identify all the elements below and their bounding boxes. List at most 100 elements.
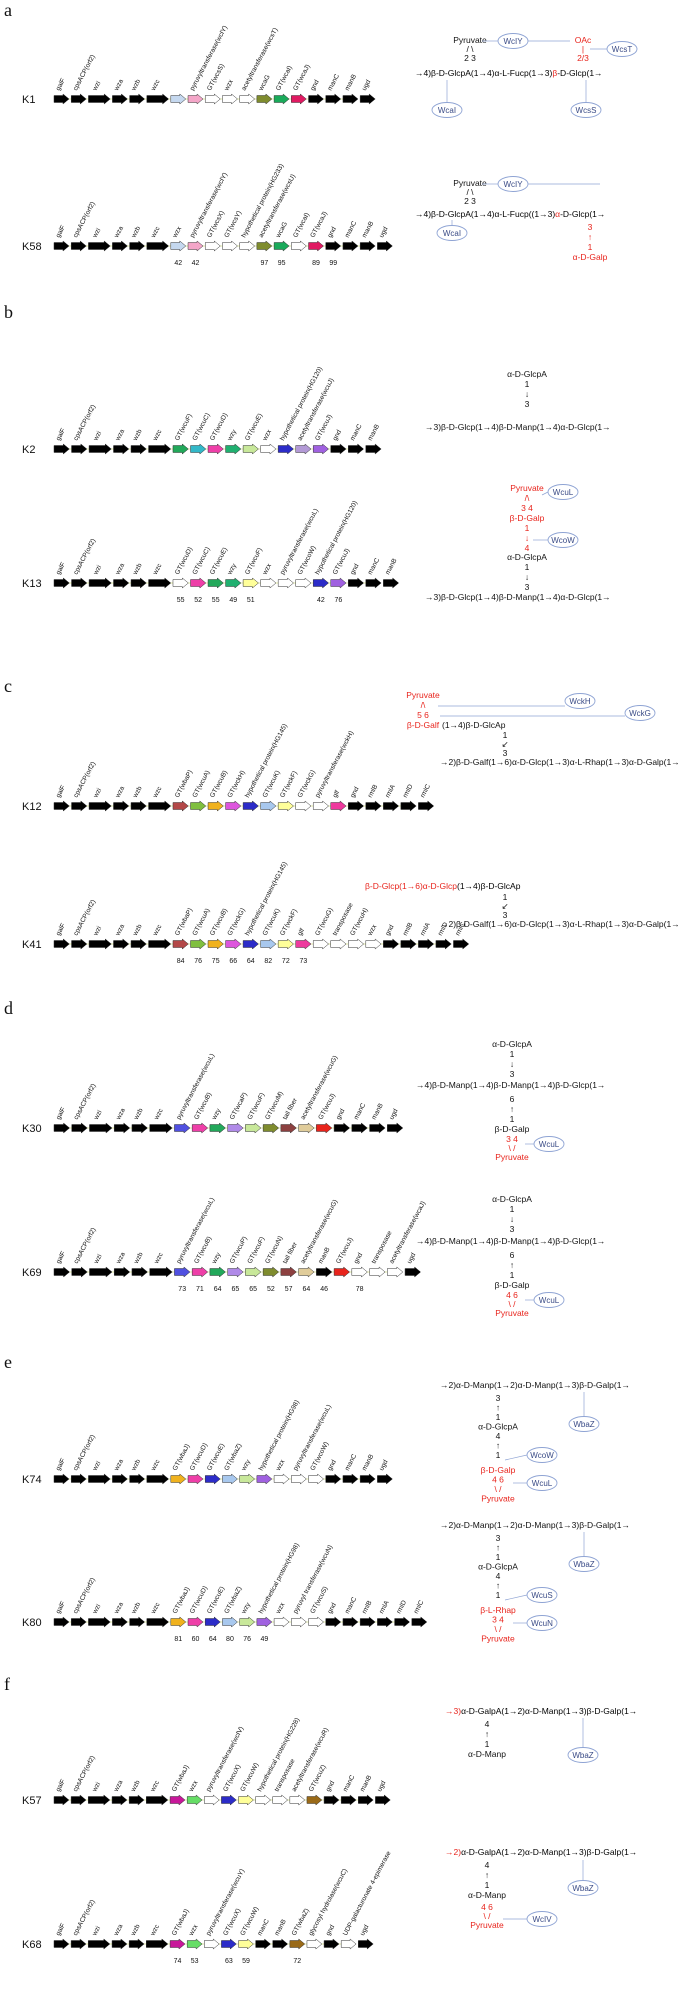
- enzyme-label: WbaZ: [573, 1560, 594, 1569]
- gene-arrow-transposase: [369, 1266, 386, 1278]
- galp-branch: ↑: [588, 232, 592, 242]
- gene-label: wzb: [131, 923, 143, 938]
- gene-arrow-rmlA: [418, 938, 435, 950]
- gene-arrow-GT(wcuK): [260, 800, 277, 812]
- pyruvate-branch: 4 6: [481, 1902, 493, 1912]
- gene-label: galF: [55, 1778, 67, 1793]
- gene-arrow-GT(wckH): [225, 800, 242, 812]
- galf-pyruvate-branch: Pyruvate: [406, 690, 440, 700]
- gene-arrow-wzi: [89, 1122, 113, 1134]
- gene-label: wzc: [150, 225, 162, 240]
- gene-arrow-ugd: [375, 1794, 391, 1806]
- gene-arrow-wzb: [129, 240, 146, 252]
- glca-branch: 4: [496, 1431, 501, 1441]
- gene-arrow-pyruvyltransferase(wcIY): [187, 93, 204, 105]
- enzyme-label: WcoW: [530, 1451, 554, 1460]
- gene-arrow-glf: [330, 800, 347, 812]
- gene-arrow-GT(wcuX): [221, 1938, 237, 1950]
- gene-arrow-cpsACP(orf2): [71, 1122, 88, 1134]
- gene-arrow-wzy: [239, 1616, 256, 1628]
- K68-repeat-unit: →2)α-D-GalpA(1→2)α-D-Manp(1→3)β-D-Galp(1…: [445, 1847, 637, 1857]
- gene-arrow-pyruvyltransferase(wcuL): [174, 1266, 191, 1278]
- gene-arrow-GT(wcuN): [262, 1266, 280, 1278]
- manp-branch: α-D-Manp: [468, 1890, 506, 1900]
- positions: 2 3: [464, 196, 476, 206]
- gene-arrow-ugd: [377, 1473, 393, 1485]
- identity-percent: 73: [178, 1286, 186, 1293]
- gene-arrow-GT(wckF): [277, 938, 294, 950]
- gene-arrow-manB: [369, 1122, 386, 1134]
- gene-arrow-galF: [53, 1473, 70, 1485]
- identity-percent: 72: [293, 1958, 301, 1965]
- gene-label: rmlC: [413, 1599, 426, 1615]
- branch: / \: [466, 44, 474, 54]
- gene-arrow-wza: [112, 1473, 128, 1485]
- glca-branch: α-D-GlcpA: [492, 1194, 532, 1204]
- galp-branch: β-D-Galp: [495, 1280, 530, 1290]
- glca-branch: ↓: [510, 1214, 514, 1224]
- gene-arrow-GT(wcuG): [312, 938, 329, 950]
- gene-arrow-wzc: [148, 938, 172, 950]
- gene-arrow-wzx: [273, 1616, 290, 1628]
- glca-branch: 1: [525, 562, 530, 572]
- gene-arrow-GT(wcuJ): [316, 1122, 333, 1134]
- glca-branch: α-D-GlcpA: [492, 1039, 532, 1049]
- gene-label: galF: [55, 561, 67, 576]
- gene-label: manB: [359, 1774, 374, 1793]
- gene-label: wzy: [210, 1107, 222, 1122]
- gene-label: ugd: [388, 1108, 400, 1121]
- gene-label: wzy: [226, 428, 238, 443]
- enzyme-label: WcuL: [539, 1296, 560, 1305]
- K80-repeat-unit: →2)α-D-Manp(1→2)α-D-Manp(1→3)β-D-Galp(1→: [440, 1520, 630, 1530]
- strain-K13: K13: [22, 578, 42, 590]
- gene-arrow-GT(wcuA): [190, 800, 207, 812]
- gene-cluster-K68: [53, 1938, 374, 1950]
- gene-arrow-gnd: [351, 1266, 368, 1278]
- gene-label: GT(wcuP): [229, 1235, 249, 1264]
- link-arrow: ↙: [501, 739, 508, 749]
- gene-label: wzi: [92, 1253, 103, 1266]
- gene-label: rmlA: [419, 921, 432, 937]
- gene-arrow-GT(wcuC): [190, 577, 207, 589]
- gene-label: ugd: [361, 79, 373, 92]
- enzyme-label: WcuL: [532, 1479, 553, 1488]
- glca-branch: 1: [510, 1049, 515, 1059]
- gene-arrow-GT(wcuW): [238, 1794, 254, 1806]
- gene-label: galF: [55, 1250, 67, 1265]
- galp-branch: α-D-Galp: [573, 252, 608, 262]
- gene-label: manC: [327, 73, 342, 92]
- gene-label: rmlD: [395, 1599, 408, 1615]
- glca-branch: 3: [496, 1393, 501, 1403]
- gene-cluster-K58: [53, 240, 393, 252]
- gene-label: wzc: [151, 923, 163, 938]
- identity-percent: 84: [177, 958, 185, 965]
- galp-pyruvate-branch: /\: [525, 493, 530, 503]
- gene-arrow-galF: [53, 1266, 70, 1278]
- gene-arrow-wzb: [128, 1794, 145, 1806]
- gene-arrow-rmlB: [359, 1616, 376, 1628]
- K1-repeat-unit: →4)β-D-GlcpA(1→4)α-L-Fucp(1→3)β-D-Glcp(1…: [415, 68, 603, 78]
- identity-percent: 76: [243, 1636, 251, 1643]
- gene-label: wzi: [91, 1603, 102, 1616]
- gene-label: wza: [115, 1251, 127, 1266]
- galf-pyruvate-branch: /\: [421, 700, 426, 710]
- identity-percent: 57: [285, 1286, 293, 1293]
- strain-K69: K69: [22, 1267, 42, 1279]
- gene-arrow-manC: [365, 577, 382, 589]
- identity-percent: 64: [209, 1636, 217, 1643]
- enzyme-WcuS: WcuS: [526, 1587, 558, 1603]
- K13-repeat-unit: →3)β-D-Glcp(1→4)β-D-Manp(1→4)α-D-Glcp(1→: [425, 592, 611, 602]
- strain-K57: K57: [22, 1795, 42, 1807]
- identity-percent: 49: [229, 597, 237, 604]
- gene-arrow-wzx: [186, 1794, 203, 1806]
- glca-branch: ↓: [525, 572, 529, 582]
- gene-arrow-wzx: [273, 1473, 290, 1485]
- oac: OAc: [575, 35, 592, 45]
- gene-arrow-manC: [342, 1616, 359, 1628]
- gene-arrow-manC: [340, 1794, 357, 1806]
- gene-arrow-galF: [53, 1938, 70, 1950]
- gene-arrow-galF: [53, 1616, 70, 1628]
- enzyme-label: WbaZ: [572, 1751, 593, 1760]
- gene-arrow-wzi: [88, 1616, 111, 1628]
- gene-arrow-tail fiber: [280, 1266, 297, 1278]
